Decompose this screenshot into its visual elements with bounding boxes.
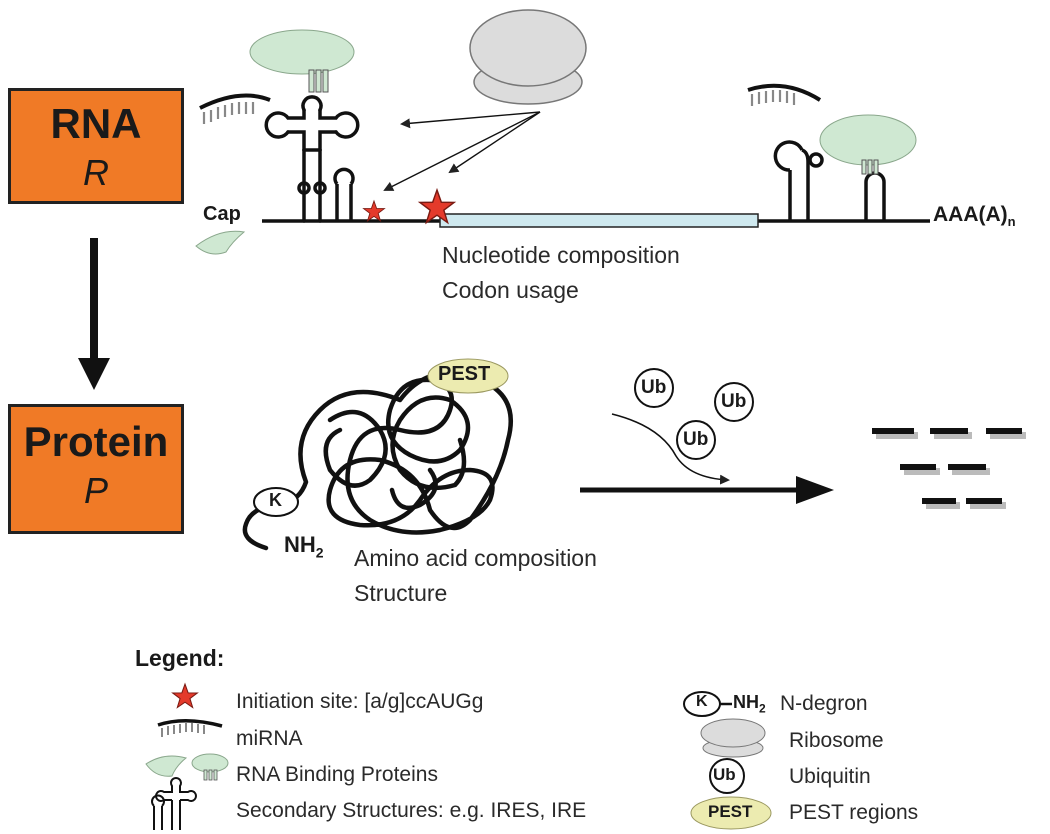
ires-structure xyxy=(264,95,360,223)
mrna-caption-line-2: Codon usage xyxy=(442,277,579,303)
k-bubble xyxy=(253,487,299,517)
ribosome-icon xyxy=(700,718,766,758)
pest-oval xyxy=(427,358,509,394)
coding-region xyxy=(439,213,759,228)
stem-loop-icon xyxy=(151,777,197,830)
polya-subscript: n xyxy=(1007,214,1016,230)
rna-box-title: RNA xyxy=(50,100,142,147)
mirna-icon xyxy=(157,719,223,737)
legend-rna-binding-proteins: RNA Binding Proteins xyxy=(236,763,438,786)
legend-n-degron: N-degron xyxy=(780,692,868,715)
polya-text: AAA(A) xyxy=(933,203,1008,226)
legend-nh2-text: NH xyxy=(733,692,759,712)
nh2-subscript: 2 xyxy=(315,544,324,561)
rna-box: RNA R xyxy=(8,88,184,204)
legend-ubiquitin: Ubiquitin xyxy=(789,765,871,788)
ubiquitin-bubbles xyxy=(634,368,754,460)
ribosome xyxy=(469,9,587,105)
legend-nh2-subscript: 2 xyxy=(759,701,766,716)
legend-pest-regions: PEST regions xyxy=(789,801,919,824)
protein-caption-line-1: Amino acid composition xyxy=(354,545,597,571)
legend-nh2-label: NH2 xyxy=(733,692,766,716)
ubiquitin-icon xyxy=(709,758,745,794)
tangled-protein xyxy=(242,371,513,551)
legend-initiation-site: Initiation site: [a/g]ccAUGg xyxy=(236,690,484,713)
nh2-text: NH xyxy=(284,532,316,557)
peptide-fragments xyxy=(872,428,1026,509)
mirna-left xyxy=(199,93,271,124)
protein-box-title: Protein xyxy=(23,418,169,465)
n-degron-icon xyxy=(683,691,732,717)
legend-title: Legend: xyxy=(135,645,225,671)
protein-caption-line-2: Structure xyxy=(354,580,448,606)
degradation-arrow xyxy=(580,476,834,504)
legend-secondary-structures: Secondary Structures: e.g. IRES, IRE xyxy=(236,799,587,822)
nh2-label: NH2 xyxy=(284,532,324,560)
rna-binding-protein-icon xyxy=(145,753,229,781)
cap-label: Cap xyxy=(203,203,241,225)
rna-box-symbol: R xyxy=(83,152,109,193)
legend-k-label: K xyxy=(696,693,708,710)
cap-binding-protein xyxy=(195,230,246,255)
pest-label: PEST xyxy=(438,363,491,385)
ubiquitin-label-3: Ub xyxy=(683,429,709,450)
legend-ribosome: Ribosome xyxy=(789,729,884,752)
right-stem-loop-2 xyxy=(864,171,886,221)
protein-box-symbol: P xyxy=(83,470,108,511)
ubiquitin-label-2: Ub xyxy=(721,391,747,412)
k-label: K xyxy=(269,490,282,510)
rna-binding-protein-right xyxy=(819,114,917,175)
polya-label: AAA(A)n xyxy=(933,203,1016,229)
protein-box: Protein P xyxy=(8,404,184,534)
right-stem-loop-1 xyxy=(773,140,824,221)
translation-arrow xyxy=(78,238,110,390)
ubiquitin-label-1: Ub xyxy=(641,377,667,398)
mrna-caption-line-1: Nucleotide composition xyxy=(442,242,680,268)
star-icon xyxy=(171,683,199,709)
legend-mirna: miRNA xyxy=(236,727,303,750)
pest-icon xyxy=(690,796,772,830)
legend-ub-label: Ub xyxy=(713,765,736,784)
legend-pest-label: PEST xyxy=(708,802,753,821)
rna-binding-protein-top xyxy=(249,29,355,93)
small-stem-loop xyxy=(333,167,355,221)
mirna-right xyxy=(747,83,822,106)
ubiquitin-path xyxy=(611,413,730,485)
ribosome-arrows xyxy=(383,111,541,191)
initiation-sites xyxy=(362,189,456,224)
